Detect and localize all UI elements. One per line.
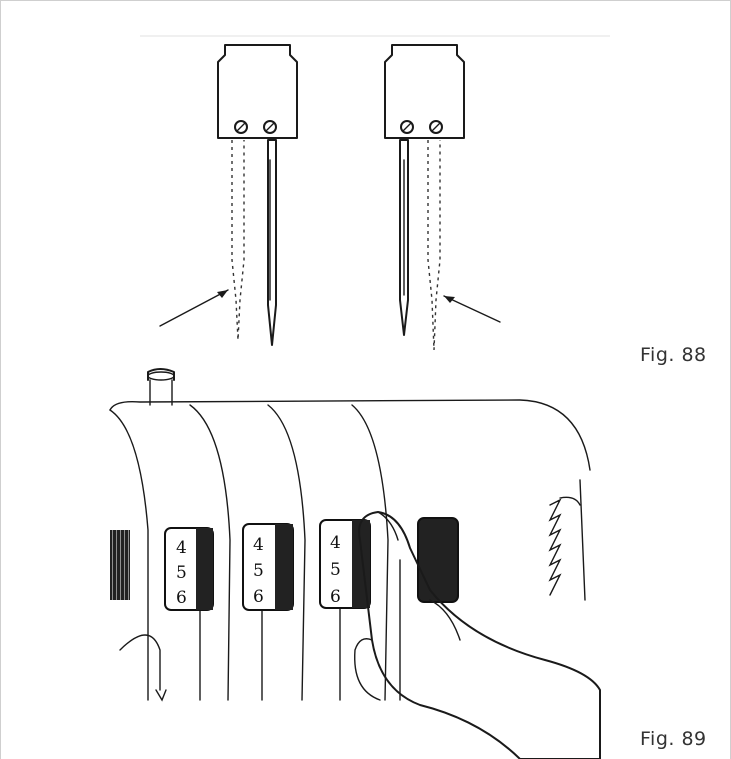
dial-1-number-4: 4 (176, 538, 187, 558)
dial-3-number-5: 5 (330, 560, 341, 580)
dial-2-number-5: 5 (253, 561, 264, 581)
hand-finger (354, 511, 601, 759)
clamp-screw-left-2 (263, 120, 277, 134)
clamp-screw-left-1 (234, 120, 248, 134)
needle-left (267, 139, 277, 346)
dial-3-number-6: 6 (330, 587, 341, 607)
tension-dial-1[interactable]: 4 5 6 (164, 527, 214, 611)
dial-1-number-5: 5 (176, 563, 187, 583)
needle-right (399, 139, 409, 336)
arrow-right (443, 295, 501, 323)
arrow-left (159, 289, 229, 327)
fig88-illustration (140, 35, 610, 351)
clamp-screw-right-2 (429, 120, 443, 134)
frame-border-top (0, 0, 731, 1)
figure-88-label: Fig. 88 (640, 344, 707, 366)
dial-2-number-6: 6 (253, 587, 264, 607)
tension-dial-4[interactable] (417, 517, 459, 603)
clamp-screw-right-1 (400, 120, 414, 134)
spring (548, 496, 581, 596)
figure-89-label: Fig. 89 (640, 728, 707, 750)
dial-3-number-4: 4 (330, 533, 341, 553)
frame-border-left (0, 0, 1, 759)
needle-clamp-left (159, 44, 298, 346)
dial-1-number-6: 6 (176, 588, 187, 608)
dial-2-number-4: 4 (253, 535, 264, 555)
needle-clamp-right (384, 44, 501, 351)
tension-dial-0[interactable] (110, 530, 130, 600)
tension-dial-2[interactable]: 4 5 6 (242, 523, 294, 611)
thread-post (147, 368, 175, 406)
dashed-needle-right (427, 140, 441, 351)
dashed-needle-left (231, 140, 245, 341)
